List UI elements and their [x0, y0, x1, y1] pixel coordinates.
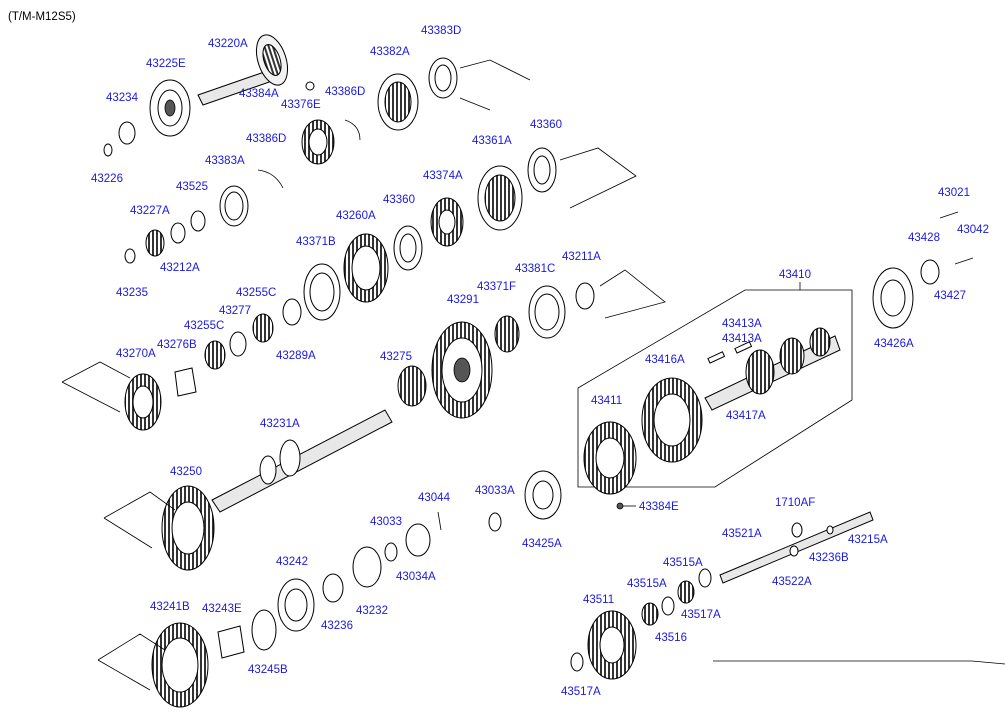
part-label[interactable]: 43276B [157, 339, 197, 351]
part-label[interactable]: 43384E [639, 501, 679, 513]
lower-parts-group [97, 470, 562, 708]
part-label[interactable]: 43427 [934, 290, 966, 302]
part-label[interactable]: 43383D [421, 25, 461, 37]
part-label[interactable]: 43289A [276, 350, 316, 362]
part-label[interactable]: 43371B [296, 236, 336, 248]
part-label[interactable]: 1710AF [775, 497, 815, 509]
part-label[interactable]: 43215A [848, 534, 888, 546]
part-label[interactable]: 43517A [561, 686, 601, 698]
left-small-parts-group [124, 210, 206, 264]
part-label[interactable]: 43220A [208, 38, 248, 50]
part-label[interactable]: 43270A [116, 348, 156, 360]
part-label[interactable]: 43033 [370, 516, 402, 528]
part-label[interactable]: 43515A [663, 557, 703, 569]
part-label[interactable]: 43242 [276, 556, 308, 568]
part-label[interactable]: 43232 [356, 605, 388, 617]
part-label[interactable]: 43234 [106, 92, 139, 104]
part-label[interactable]: 43245B [248, 664, 288, 676]
part-label[interactable]: 43034A [396, 571, 436, 583]
part-label[interactable]: 43511 [583, 594, 614, 606]
diagram-code: (T/M-M12S5) [8, 11, 76, 23]
part-label[interactable]: 43241B [150, 601, 190, 613]
part-label[interactable]: 43260A [336, 210, 376, 222]
part-label[interactable]: 43410 [779, 269, 811, 281]
part-label[interactable]: 43522A [772, 576, 812, 588]
part-label[interactable]: 43021 [938, 187, 970, 199]
part-label[interactable]: 43255C [236, 287, 276, 299]
part-label[interactable]: 43386D [246, 133, 286, 145]
part-label[interactable]: 43517A [681, 609, 721, 621]
part-label[interactable]: 43426A [874, 338, 914, 350]
part-label[interactable]: 43383A [205, 155, 245, 167]
part-label[interactable]: 43428 [908, 232, 940, 244]
part-label[interactable]: 43371F [477, 281, 516, 293]
part-label[interactable]: 43042 [957, 224, 989, 236]
part-label[interactable]: 43236B [809, 552, 849, 564]
part-label[interactable]: 43374A [423, 170, 463, 182]
part-label[interactable]: 43361A [472, 135, 512, 147]
part-labels: 43220A 43383D 43225E 43382A 43384A 43386… [91, 25, 989, 698]
part-label[interactable]: 43413A [722, 333, 762, 345]
part-label[interactable]: 43033A [475, 485, 515, 497]
part-label[interactable]: 43525 [176, 181, 208, 193]
part-label[interactable]: 43381C [515, 263, 555, 275]
right-side-parts-group [570, 211, 1005, 680]
part-label[interactable]: 43236 [321, 620, 353, 632]
part-label[interactable]: 43360 [530, 119, 562, 131]
part-label[interactable]: 43417A [726, 410, 766, 422]
part-label[interactable]: 43416A [645, 354, 685, 366]
part-label[interactable]: 43413A [722, 318, 762, 330]
counter-gear-assembly [577, 282, 853, 510]
main-shaft-group [103, 269, 666, 571]
part-label[interactable]: 43212A [160, 262, 200, 274]
part-label[interactable]: 43044 [418, 492, 451, 504]
part-label[interactable]: 43250 [170, 466, 202, 478]
part-label[interactable]: 43382A [370, 46, 410, 58]
part-label[interactable]: 43516 [655, 632, 687, 644]
part-label[interactable]: 43425A [522, 538, 562, 550]
part-label[interactable]: 43235 [116, 287, 148, 299]
part-label[interactable]: 43255C [184, 320, 224, 332]
part-label[interactable]: 43411 [591, 395, 622, 407]
part-label[interactable]: 43231A [260, 418, 300, 430]
part-label[interactable]: 43360 [383, 194, 415, 206]
part-label[interactable]: 43243E [202, 603, 242, 615]
part-label[interactable]: 43384A [239, 88, 279, 100]
synchro-row-group [61, 147, 637, 431]
part-label[interactable]: 43376E [281, 99, 321, 111]
part-label[interactable]: 43275 [380, 351, 412, 363]
part-label[interactable]: 43227A [130, 205, 170, 217]
input-shaft-group [103, 34, 531, 227]
part-label[interactable]: 43515A [627, 578, 667, 590]
part-label[interactable]: 43521A [722, 528, 762, 540]
part-label[interactable]: 43211A [562, 251, 601, 263]
part-label[interactable]: 43226 [91, 173, 123, 185]
part-label[interactable]: 43291 [447, 294, 479, 306]
part-label[interactable]: 43386D [325, 86, 365, 98]
part-label[interactable]: 43277 [219, 305, 251, 317]
part-label[interactable]: 43225E [146, 58, 186, 70]
